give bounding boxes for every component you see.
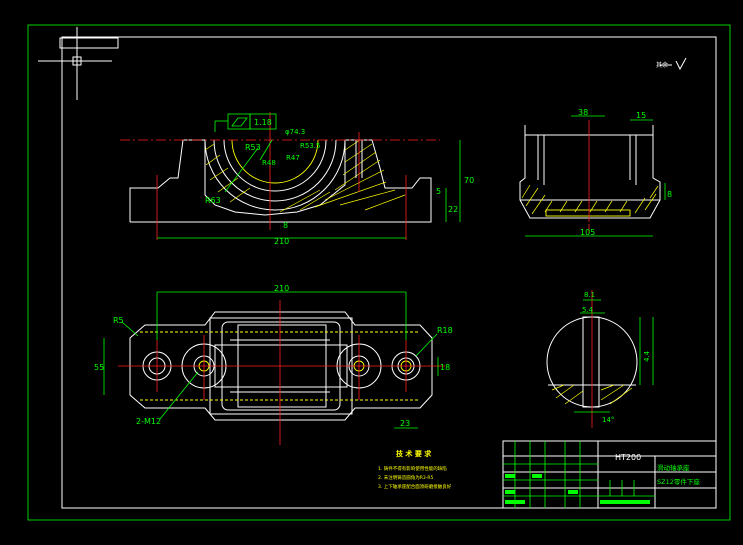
roughness-mark-icon [660, 57, 687, 71]
side-view: 38 15 105 8 [519, 108, 672, 237]
dim-top-18: 18 [440, 363, 450, 372]
dim-r63: R63 [205, 196, 221, 205]
dim-side-105: 105 [580, 228, 595, 237]
dim-r53: R53 [245, 143, 261, 152]
top-view: 210 55 R5 R18 18 23 2-M12 [94, 284, 453, 445]
dim-side-38: 38 [578, 108, 588, 117]
dim-top-holes: 2-M12 [136, 417, 161, 426]
dim-r53-5: R53.5 [300, 142, 320, 150]
corner-note: 其余 [656, 61, 668, 69]
dim-top-23: 23 [400, 419, 410, 428]
dim-top-width: 210 [274, 284, 289, 293]
title-block: HT200 滑动轴承座 SZ12零件下座 [502, 440, 717, 509]
dim-r48: R48 [262, 159, 276, 167]
dim-front-8: 8 [283, 221, 288, 230]
outer-border [27, 24, 731, 521]
technical-notes: 技 术 要 求 1. 铸件不得有影响使用性能的缺陷 2. 未注明铸造圆角为R3-… [378, 449, 452, 490]
dim-sec-4: 4.4 [643, 350, 651, 362]
dim-sec-angle: 14° [602, 416, 614, 424]
title-material: HT200 [615, 453, 641, 462]
tolerance-value: 1.18 [254, 118, 272, 127]
dim-front-width: 210 [274, 237, 289, 246]
title-name-2: SZ12零件下座 [657, 477, 700, 486]
dim-front-5: 5 [436, 187, 441, 196]
dim-top-r18: R18 [437, 326, 453, 335]
dim-top-55: 55 [94, 363, 104, 372]
dim-side-8: 8 [667, 190, 672, 199]
inner-border [61, 36, 717, 509]
dim-top-r5: R5 [113, 316, 124, 325]
dim-phi74: φ74.3 [285, 128, 305, 136]
notes-line-1: 1. 铸件不得有影响使用性能的缺陷 [378, 465, 447, 472]
dim-sec-8: 8.1 [584, 291, 595, 299]
dim-side-15: 15 [636, 111, 646, 120]
notes-line-3: 3. 上下轴承座配合面须研磨接触良好 [378, 483, 452, 490]
dim-r47: R47 [286, 154, 300, 162]
notes-title: 技 术 要 求 [396, 449, 432, 458]
front-view: 210 70 22 5 8 R63 R53 R48 R47 R53.5 φ74.… [120, 112, 474, 246]
dim-sec-5: 5.4 [582, 306, 594, 314]
ucs-crosshair-icon [38, 27, 119, 100]
dim-front-base: 22 [448, 205, 458, 214]
notes-line-2: 2. 未注明铸造圆角为R3-R5 [378, 474, 433, 481]
title-name-1: 滑动轴承座 [657, 463, 690, 472]
section-view: 8.1 5.4 4.4 14° [546, 290, 654, 428]
dim-front-height: 70 [464, 176, 474, 185]
